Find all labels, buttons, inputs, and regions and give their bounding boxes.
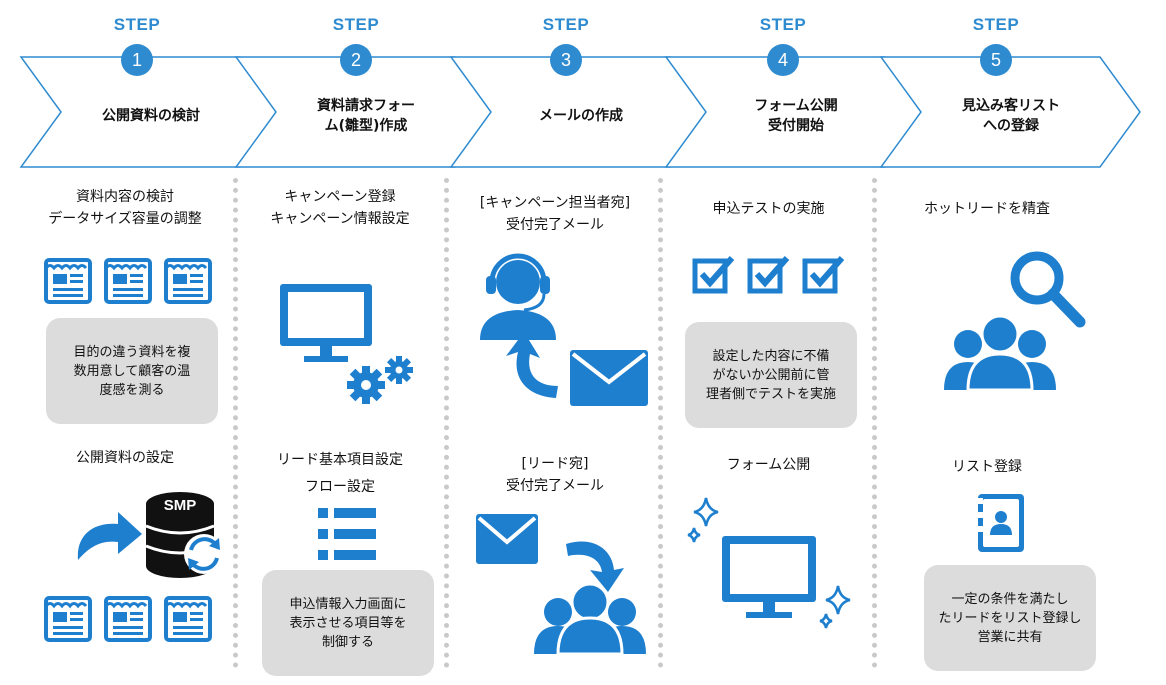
step-1-title: 公開資料の検討 <box>102 108 200 124</box>
step-1-label: STEP <box>113 15 161 34</box>
step-2-label: STEP <box>332 15 380 34</box>
step-4-label: STEP <box>759 15 807 34</box>
step-3-label: STEP <box>542 15 590 34</box>
col5-task1: ホットリードを精査 <box>924 201 1050 217</box>
document-icon <box>44 596 212 642</box>
monitor-icon <box>722 536 816 618</box>
col3-task2: [リード宛] 受付完了メール <box>506 456 604 494</box>
search-people-icon <box>944 251 1086 392</box>
col1-task1: 資料内容の検討 データサイズ容量の調整 <box>48 189 202 227</box>
checkbox-checked-icon <box>692 256 852 296</box>
col5-task2: リスト登録 <box>952 459 1022 475</box>
form-publish-icon <box>687 497 851 629</box>
column-divider <box>658 178 663 668</box>
step-5-label: STEP <box>972 15 1020 34</box>
operator-headset-icon <box>480 253 556 340</box>
sparkle-icon <box>687 497 851 629</box>
curved-arrow-icon <box>77 512 142 560</box>
col3-task1: [キャンペーン担当者宛] 受付完了メール <box>479 195 631 233</box>
col4-note: 設定した内容に不備 がないか公開前に管 理者側でテストを実施 <box>685 322 857 428</box>
document-icon <box>44 258 212 304</box>
column-divider <box>444 178 449 668</box>
col4-task1: 申込テストの実施 <box>712 201 825 217</box>
step-1-number: 1 <box>121 44 153 76</box>
col1-note: 目的の違う資料を複 数用意して顧客の温 度感を測る <box>46 318 218 424</box>
col2-note: 申込情報入力画面に 表示させる項目等を 制御する <box>262 570 434 676</box>
monitor-gears-icon <box>280 284 413 404</box>
step-2-title: 資料請求フォー ム(雛型)作成 <box>317 98 415 134</box>
col2-task2: リード基本項目設定 フロー設定 <box>277 452 403 495</box>
monitor-icon <box>280 284 372 362</box>
people-group-icon <box>534 582 646 654</box>
step-5-title: 見込み客リスト への登録 <box>962 98 1060 134</box>
people-group-icon <box>944 314 1056 392</box>
step-5-chevron <box>879 56 1141 168</box>
col2-task1: キャンペーン登録 キャンペーン情報設定 <box>270 189 410 227</box>
step-4-title: フォーム公開 受付開始 <box>754 98 838 134</box>
envelope-icon <box>476 514 538 564</box>
database-label: SMP <box>164 497 197 514</box>
operator-mail-icon <box>480 253 648 406</box>
column-divider <box>233 178 238 668</box>
step-5-number: 5 <box>980 44 1012 76</box>
sync-icon <box>184 534 224 574</box>
step-2-number: 2 <box>340 44 372 76</box>
contact-book-icon <box>978 494 1024 552</box>
col4-task2: フォーム公開 <box>726 457 811 473</box>
column-divider <box>872 178 877 668</box>
curved-arrow-icon <box>506 332 558 398</box>
curved-arrow-icon <box>566 541 624 592</box>
step-4-number: 4 <box>767 44 799 76</box>
magnifier-icon <box>1010 251 1086 328</box>
mail-people-icon <box>476 514 646 654</box>
gears-icon <box>347 356 413 404</box>
list-icon <box>318 508 376 560</box>
col1-task2: 公開資料の設定 <box>76 450 174 466</box>
step-chevrons <box>19 56 1141 168</box>
envelope-icon <box>570 350 648 406</box>
database-sync-icon: SMP <box>77 492 224 578</box>
col5-note: 一定の条件を満たし たリードをリスト登録し 営業に共有 <box>924 565 1096 671</box>
step-3-title: メールの作成 <box>539 108 623 124</box>
step-3-number: 3 <box>550 44 582 76</box>
